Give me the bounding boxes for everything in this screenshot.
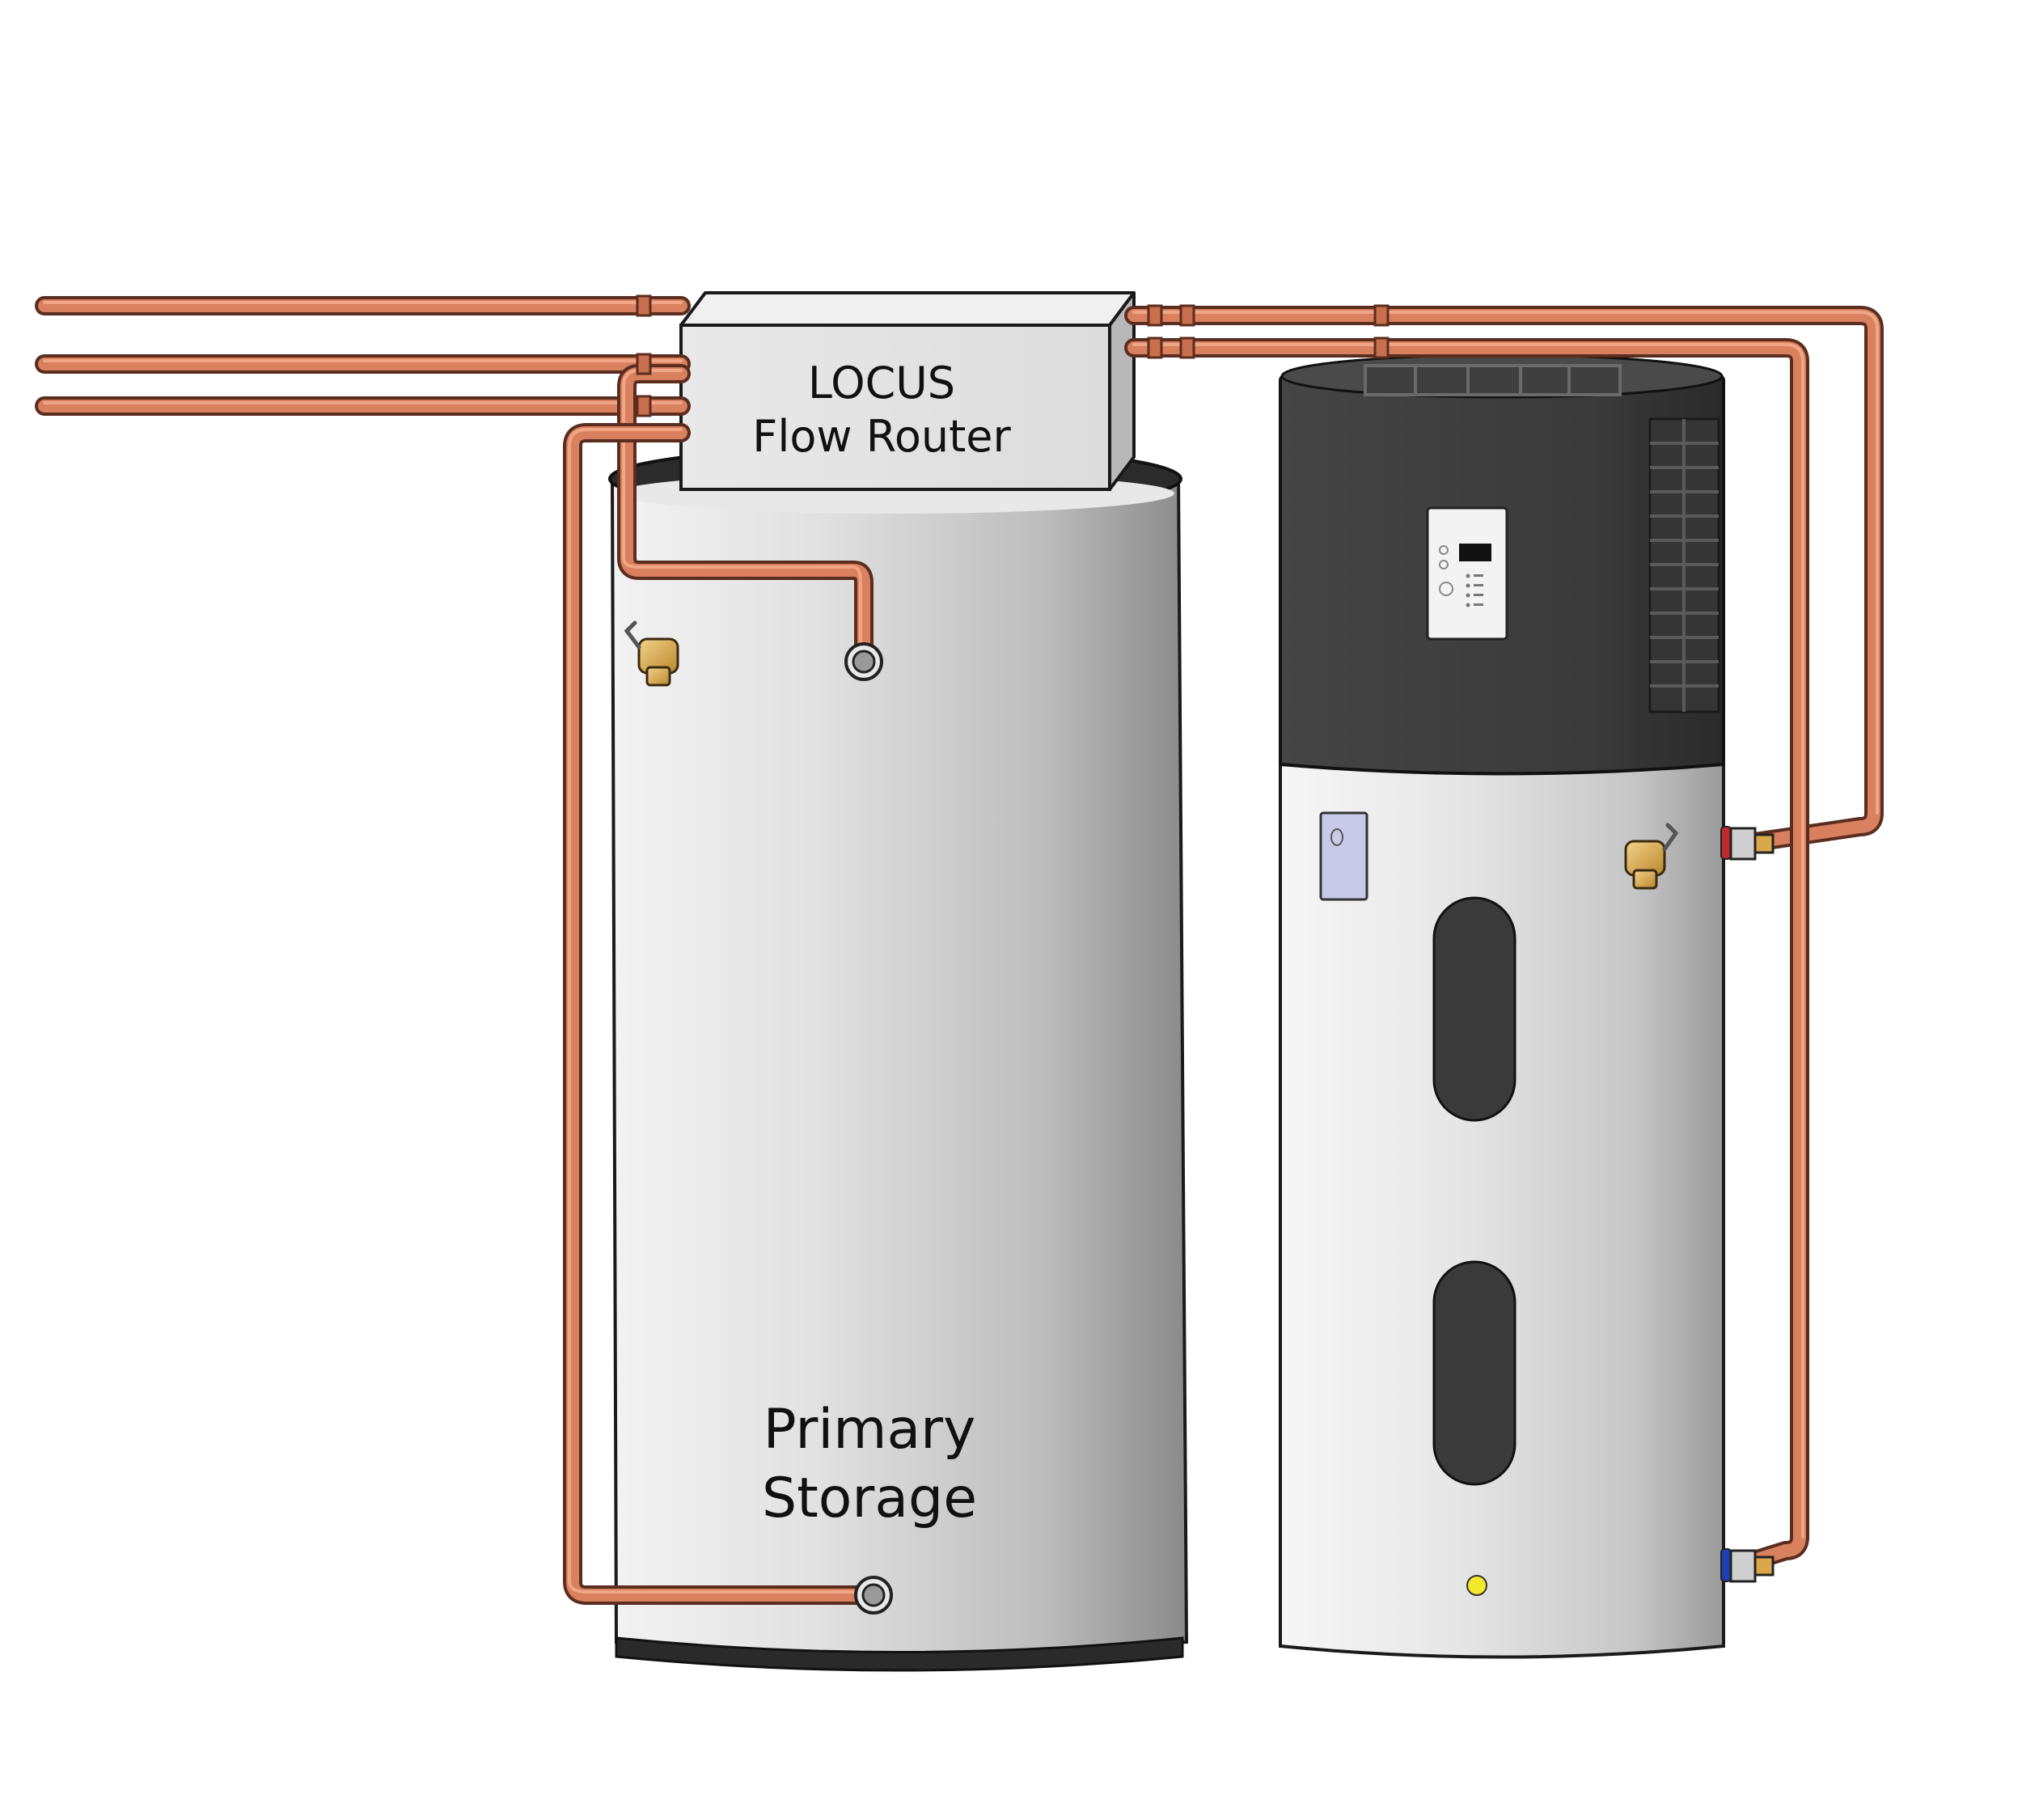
flow-router-subtitle: Flow Router xyxy=(752,411,1011,462)
hpwh-hot-outlet-port-icon xyxy=(1720,826,1775,861)
rating-label-plate xyxy=(1319,811,1368,901)
flow-router-box: LOCUS Flow Router xyxy=(679,291,1136,491)
primary-tank-base-ring xyxy=(615,1636,1184,1672)
heat-pump-water-heater xyxy=(1279,353,1725,1659)
router-to-hpwh-hot xyxy=(1124,306,1884,854)
upper-access-panel xyxy=(1432,896,1516,1122)
copper-piping xyxy=(35,294,1884,1605)
top-vent-grille-icon xyxy=(1364,364,1622,396)
primary-storage-label-line1: Primary xyxy=(764,1398,976,1462)
primary-storage-label-line2: Storage xyxy=(762,1467,977,1530)
primary-top-port-icon xyxy=(844,642,883,681)
flow-router-title: LOCUS xyxy=(808,358,955,408)
primary-bottom-port-icon xyxy=(854,1576,893,1615)
heat-pump-tank-body xyxy=(1279,757,1725,1659)
router-to-hpwh-cold xyxy=(1124,338,1809,1575)
left-supply-lines xyxy=(35,296,691,416)
hpwh-cold-inlet-port-icon xyxy=(1720,1548,1775,1583)
side-vent-grille-icon xyxy=(1648,417,1720,713)
router-to-primary-top xyxy=(617,364,874,669)
primary-relief-valve-icon xyxy=(624,620,679,687)
lower-access-panel xyxy=(1432,1260,1516,1486)
indicator-light xyxy=(1466,1575,1487,1596)
hpwh-relief-valve-icon xyxy=(1624,823,1679,890)
control-panel-icon[interactable] xyxy=(1426,506,1508,641)
router-to-primary-bottom xyxy=(563,423,877,1605)
